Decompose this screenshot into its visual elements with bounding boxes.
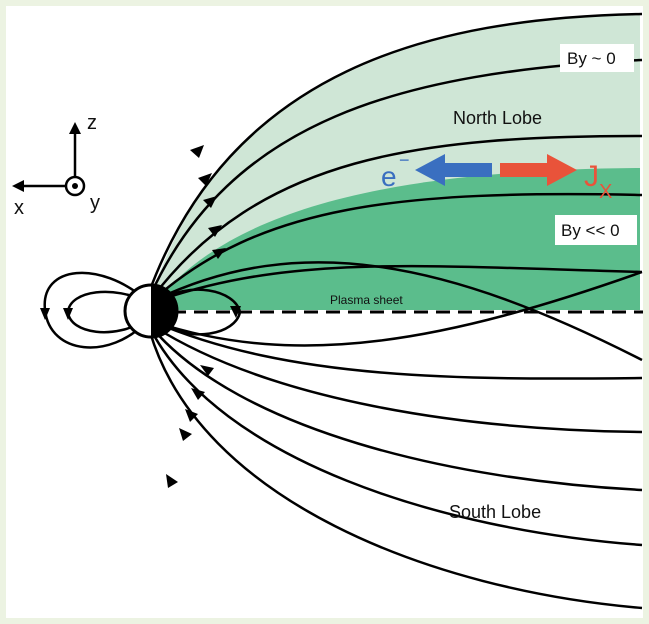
current-arrow <box>500 154 577 186</box>
south-lobe-label: South Lobe <box>449 502 541 522</box>
earth-icon <box>123 283 179 339</box>
coordinate-axes <box>22 132 86 197</box>
y-out-of-page-icon <box>72 183 78 189</box>
axis-y-label: y <box>90 192 100 214</box>
by-zero-box <box>560 44 634 72</box>
by-negative-box <box>555 215 637 245</box>
south-field-lines <box>148 320 643 610</box>
north-lobe-label: North Lobe <box>453 108 542 128</box>
axis-x-label: x <box>14 197 24 219</box>
crossing-field-line <box>154 261 643 362</box>
by-zero-label: By ~ 0 <box>567 49 616 68</box>
electron-superscript: − <box>399 150 410 170</box>
electron-arrow <box>415 154 492 186</box>
electron-label: e <box>381 161 397 192</box>
crossing-field-line-2 <box>154 270 643 347</box>
plasma-sheet-label: Plasma sheet <box>330 293 403 307</box>
north-arrow-heads <box>190 145 226 259</box>
axis-arrow-heads <box>12 122 81 192</box>
axis-z-label: z <box>87 112 97 134</box>
south-arrow-heads <box>166 365 214 488</box>
by-negative-label: By << 0 <box>561 221 620 240</box>
north-field-lines <box>146 12 643 304</box>
dipole-arrow-heads <box>40 306 241 320</box>
current-label: J <box>584 160 599 193</box>
current-subscript: X <box>599 181 612 203</box>
